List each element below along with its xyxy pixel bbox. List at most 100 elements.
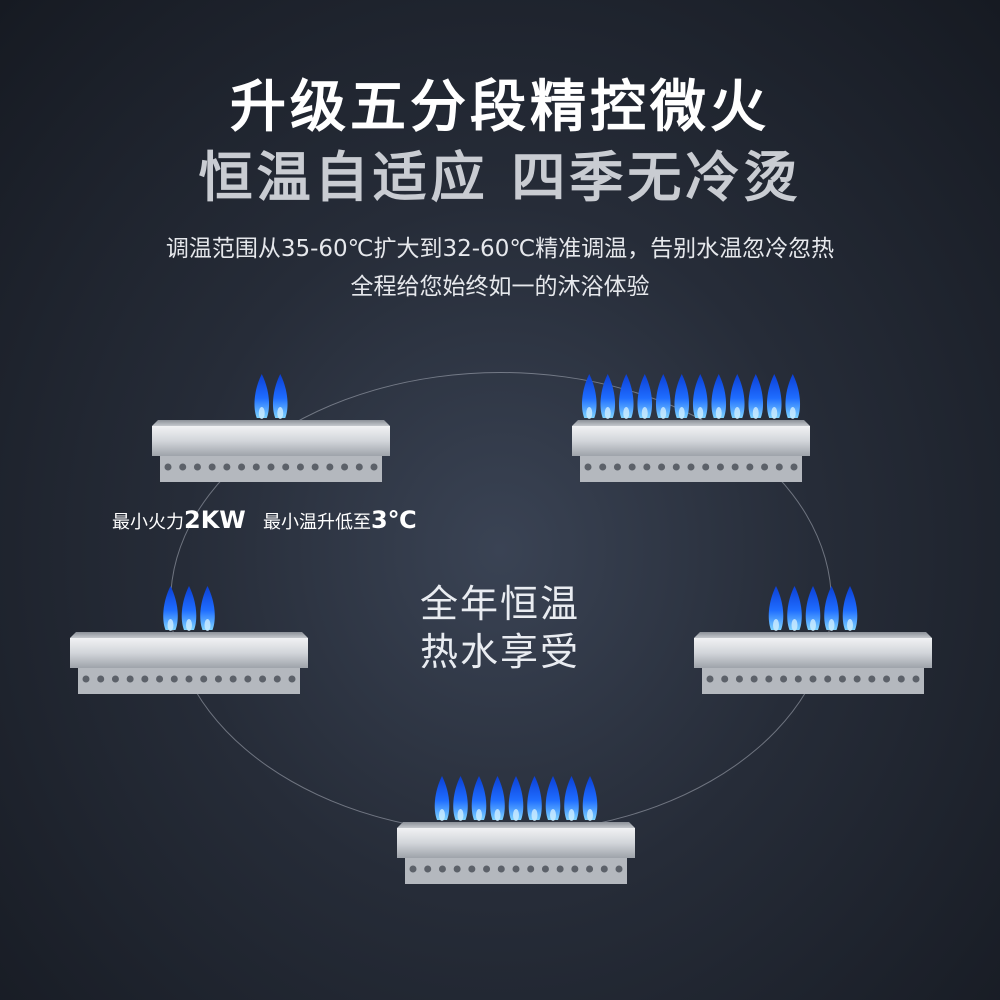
flame-core (277, 407, 284, 419)
burner-hole (141, 675, 149, 683)
flame-icon (768, 586, 784, 630)
flame-icon (434, 776, 450, 820)
flame-core (457, 809, 464, 821)
burner-hole (672, 463, 680, 471)
flame-icon (748, 374, 764, 418)
flame-icon (163, 586, 178, 630)
flame-core (847, 619, 853, 631)
burner-hole (370, 463, 378, 471)
flame-icon (564, 776, 579, 820)
burner-body (70, 638, 308, 668)
flame-icon (600, 374, 616, 418)
burner-hole (200, 675, 208, 683)
burner-hole (326, 463, 334, 471)
flame-icon (490, 776, 505, 820)
burner-hole (453, 865, 461, 873)
flame-core (828, 619, 835, 631)
burner-hole (868, 675, 876, 683)
flame-core (186, 619, 192, 631)
flame-icon (200, 586, 215, 630)
flame-icon (581, 374, 597, 418)
burner-hole (897, 675, 905, 683)
burner-hole (584, 463, 592, 471)
burner-hole (355, 463, 363, 471)
center-line2: 热水享受 (419, 630, 580, 674)
burner-hole (267, 463, 275, 471)
flame-core (587, 809, 593, 821)
burner-hole (311, 463, 319, 471)
flame-core (439, 809, 445, 821)
burner-hole (586, 865, 594, 873)
burner-hole (208, 463, 216, 471)
burner-hole (765, 675, 773, 683)
burner-hole (244, 675, 252, 683)
flame-core (258, 407, 265, 419)
burner-hole (824, 675, 832, 683)
flame-core (476, 809, 482, 821)
burner-mid-right (694, 582, 932, 697)
burner-graphic (694, 586, 932, 694)
burner-top-plate (152, 420, 390, 426)
burner-hole (716, 463, 724, 471)
description-line1: 调温范围从35-60℃扩大到32-60℃精准调温，告别水温忽冷忽热 (165, 236, 835, 262)
flame-icon (711, 374, 727, 418)
flame-core (550, 809, 556, 821)
flame-core (513, 809, 519, 821)
burner-hole (721, 675, 729, 683)
burner-hole (615, 865, 623, 873)
flame-icon (785, 374, 801, 418)
burner-hole (761, 463, 769, 471)
burner-hole (97, 675, 105, 683)
burner-hole (809, 675, 817, 683)
burner-hole (179, 463, 187, 471)
burner-hole (702, 463, 710, 471)
burner-hole (912, 675, 920, 683)
burner-top-right (572, 370, 810, 485)
burner-hole (468, 865, 476, 873)
burner-hole (658, 463, 666, 471)
burner-hole (746, 463, 754, 471)
flame-icon (787, 586, 802, 630)
burner-hole (229, 675, 237, 683)
burner-hole (126, 675, 134, 683)
burner-top-plate (70, 632, 308, 638)
headline-line1: 升级五分段精控微火 (230, 75, 770, 140)
burner-hole (170, 675, 178, 683)
flame-core (531, 809, 538, 821)
burner-hole (424, 865, 432, 873)
flame-core (494, 809, 501, 821)
burner-hole (794, 675, 802, 683)
flame-icon (254, 374, 270, 418)
flame-core (568, 809, 575, 821)
flame-core (167, 619, 174, 631)
burner-graphic (397, 776, 635, 884)
burner-hole (643, 463, 651, 471)
burner-body (694, 638, 932, 668)
burner-hole (185, 675, 193, 683)
burner-body (152, 426, 390, 456)
burner-hole (438, 865, 446, 873)
burner-hole (296, 463, 304, 471)
burner-hole (223, 463, 231, 471)
burner-hole (512, 865, 520, 873)
min-power-note: 最小火力2KW 最小温升低至3℃ (112, 506, 417, 534)
burner-hole (341, 463, 349, 471)
flame-core (810, 619, 816, 631)
flame-core (752, 407, 759, 419)
burner-hole (164, 463, 172, 471)
burner-hole (780, 675, 788, 683)
burner-hole (259, 675, 267, 683)
burner-hole (853, 675, 861, 683)
burner-hole (731, 463, 739, 471)
flame-icon (842, 586, 858, 630)
flame-core (604, 407, 611, 419)
burner-hole (556, 865, 564, 873)
min-power-label: 最小火力 (112, 512, 184, 533)
min-power-value: 2KW (184, 506, 246, 534)
flame-core (771, 407, 778, 419)
min-temp-label: 最小温升低至 (262, 512, 371, 533)
burner-hole (288, 675, 296, 683)
flame-core (678, 407, 685, 419)
burner-hole (838, 675, 846, 683)
burner-hole (214, 675, 222, 683)
